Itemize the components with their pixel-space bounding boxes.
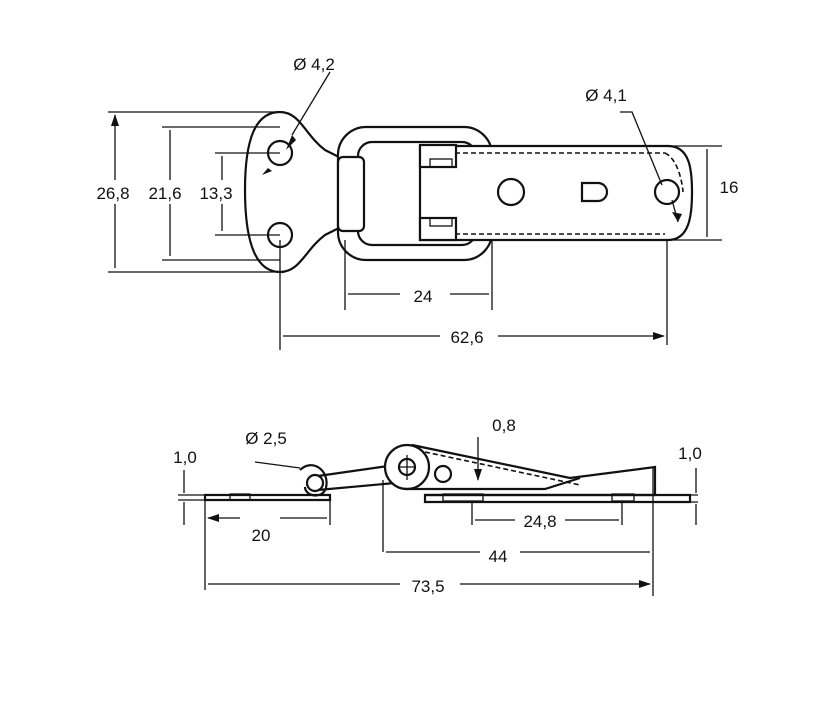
dim-right-hole-diameter: Ø 4,1 [585, 86, 627, 105]
dim-right-length: 44 [489, 547, 508, 566]
dim-overall-length: 62,6 [450, 328, 483, 347]
dim-hook-hole-diameter: Ø 2,5 [245, 429, 287, 448]
dim-material-thickness: 0,8 [492, 416, 516, 435]
dim-hole-pitch-outer: 21,6 [148, 184, 181, 203]
lever [405, 443, 657, 497]
dim-overall-height: 26,8 [96, 184, 129, 203]
hook [299, 464, 328, 497]
dim-left-thickness: 1,0 [173, 448, 197, 467]
dim-strap-width: 16 [720, 178, 739, 197]
top-view: 26,8 21,6 13,3 16 Ø 4,2 Ø 4,1 24 62,6 [92, 55, 738, 350]
dim-left-plate-length: 20 [252, 526, 271, 545]
dim-hole-pitch-inner: 13,3 [199, 184, 232, 203]
side-view: Ø 2,5 1,0 1,0 0,8 20 24,8 44 73,5 [173, 416, 702, 596]
wire-link [317, 464, 396, 492]
dim-side-overall-length: 73,5 [411, 577, 444, 596]
dim-right-thickness: 1,0 [678, 444, 702, 463]
mounting-plate-left [243, 110, 347, 274]
dim-right-hole-pitch: 24,8 [523, 512, 556, 531]
dim-loop-length: 24 [414, 287, 433, 306]
dim-left-hole-diameter: Ø 4,2 [293, 55, 335, 74]
